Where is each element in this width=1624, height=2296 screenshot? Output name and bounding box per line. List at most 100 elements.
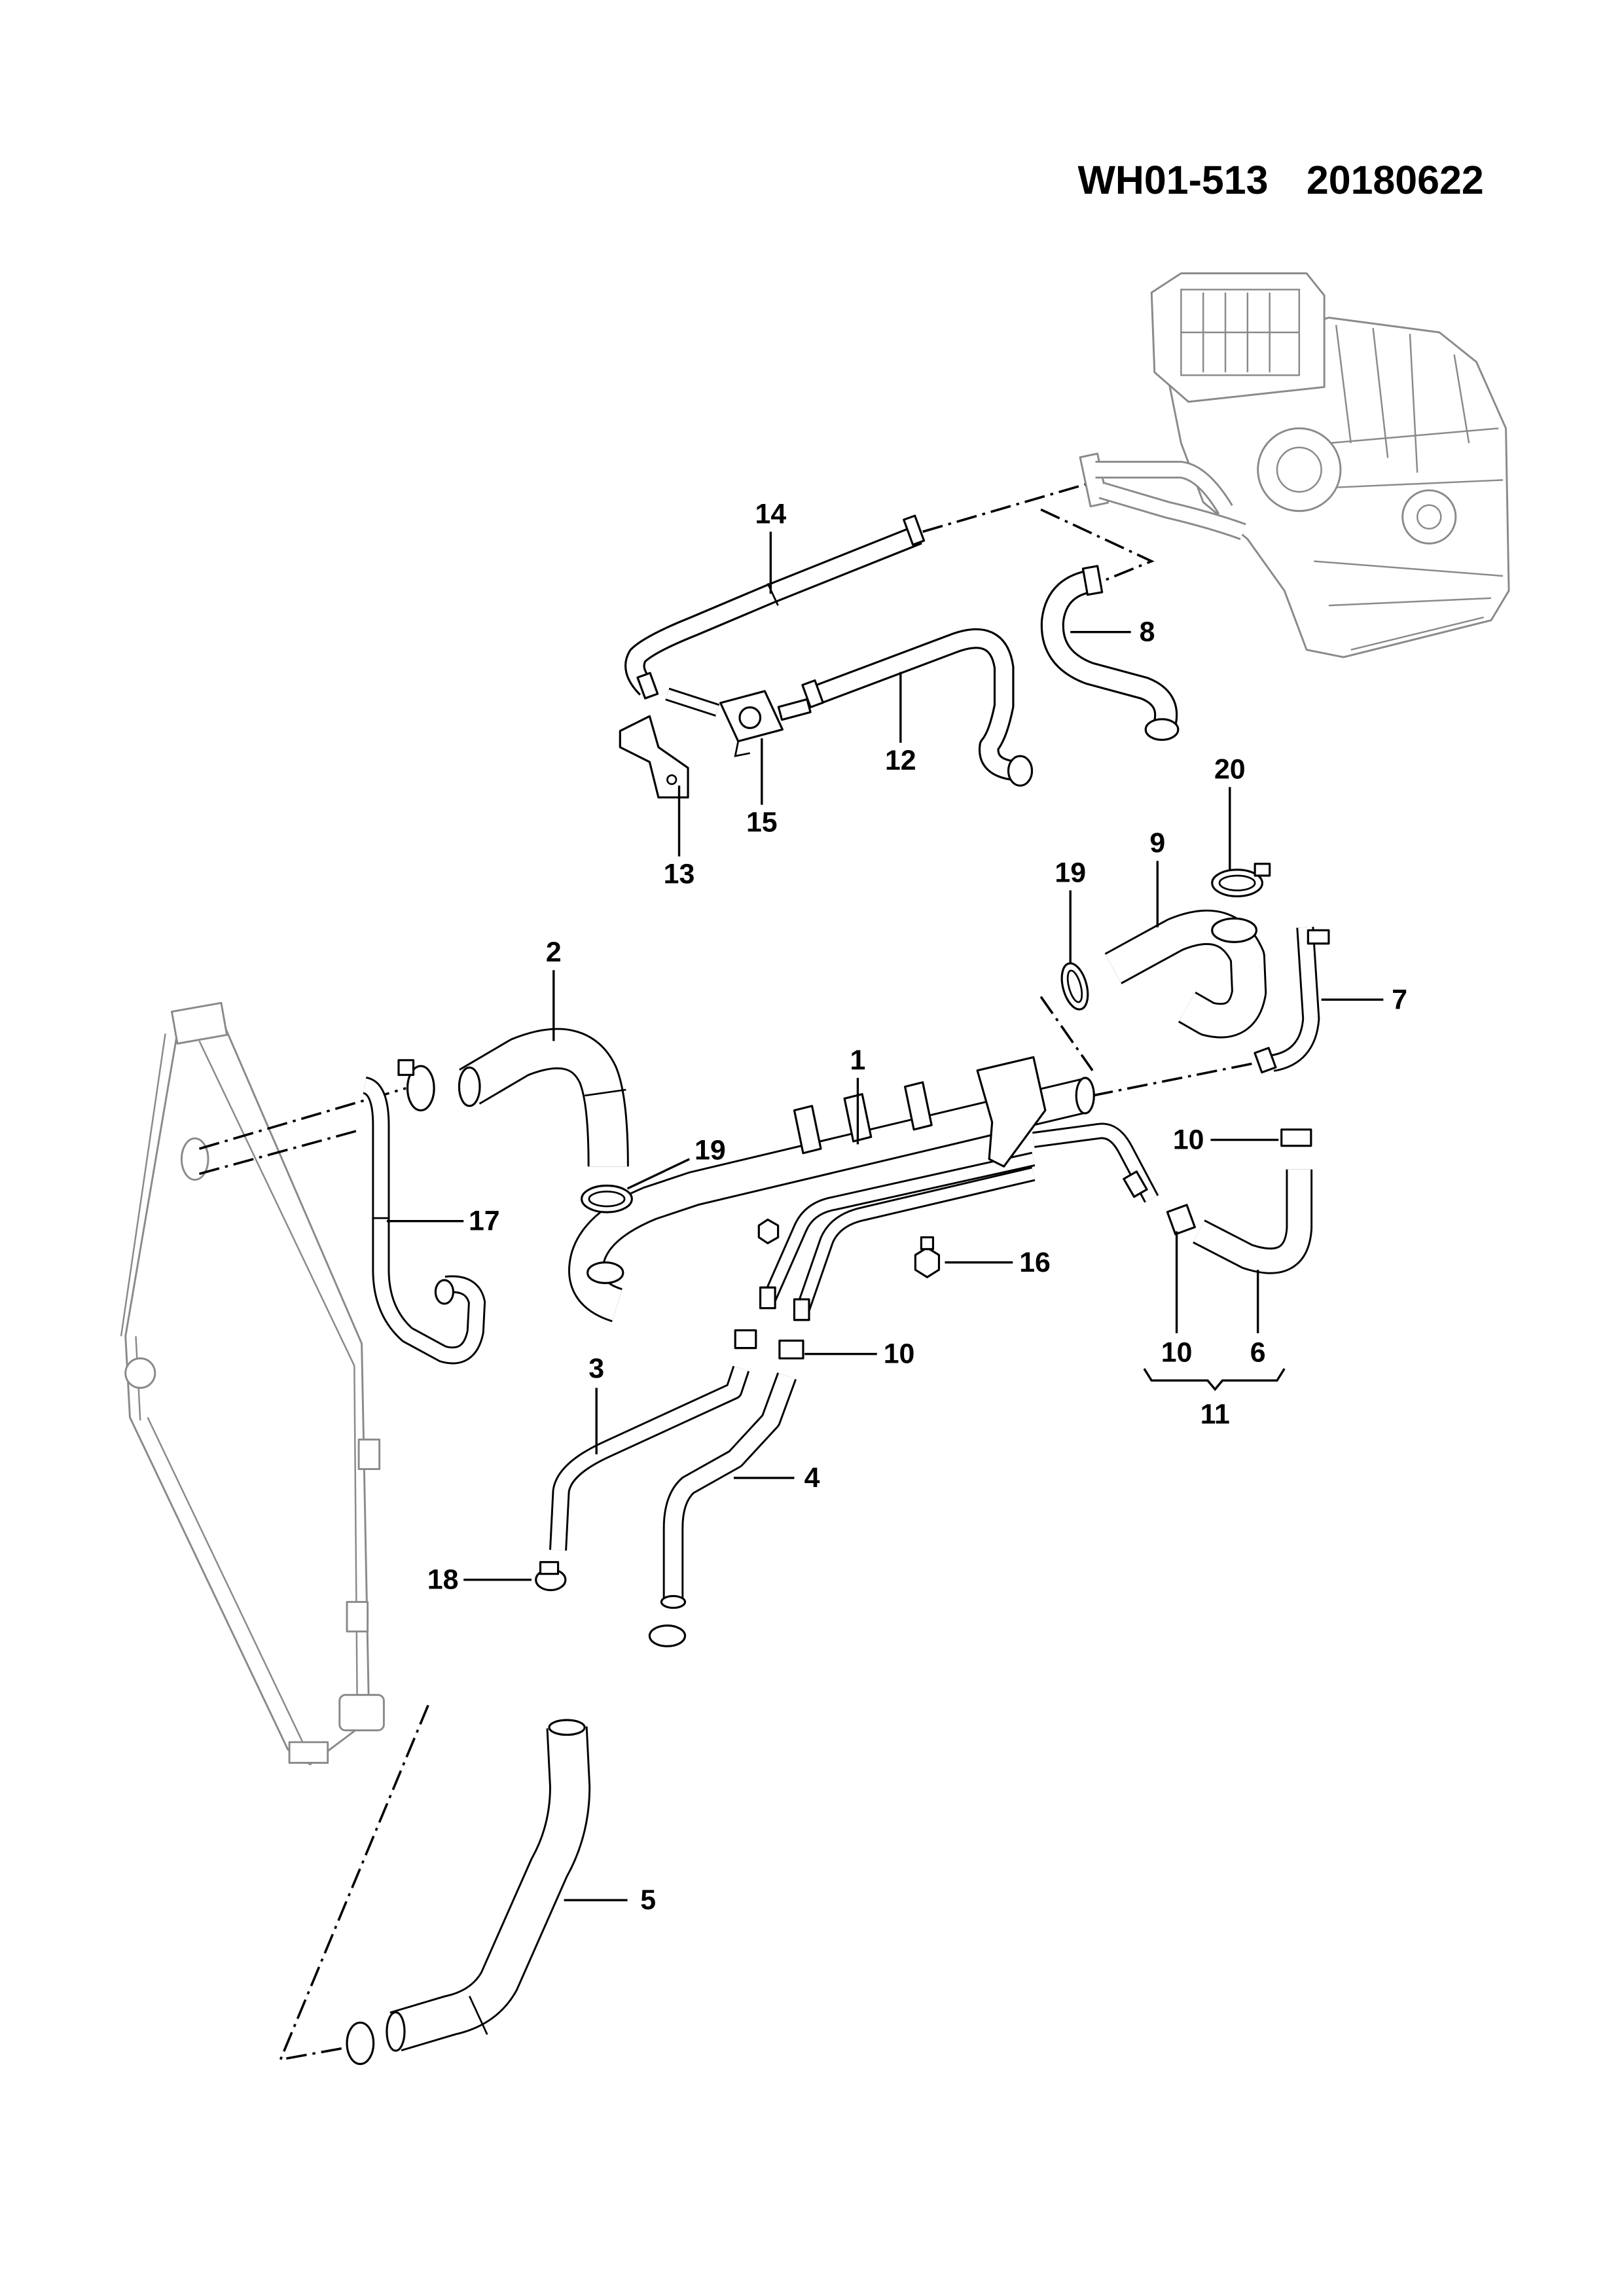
clamp-19-lower [581, 1184, 633, 1213]
hose-17 [365, 1085, 477, 1355]
callout-4: 4 [804, 1462, 820, 1494]
hose-8-upper-clamp [1081, 565, 1104, 596]
hvac-fan-motor [1257, 427, 1342, 512]
hose-4 [648, 1339, 804, 1647]
clamp-18-tab [539, 1561, 560, 1575]
radiator-core [124, 1018, 370, 1766]
bracket-hole [666, 774, 677, 785]
callout-17: 17 [469, 1206, 500, 1237]
alignment-line-heater-outlet [1040, 508, 1155, 582]
callout-19-upper: 19 [1055, 857, 1086, 888]
hvac-blower-box [1150, 272, 1326, 403]
callout-10-upper: 10 [1173, 1124, 1204, 1156]
hose-5-bottom-end [386, 2011, 406, 2052]
radiator [120, 1001, 385, 1766]
valve-mount-tab [734, 741, 751, 757]
callout-15: 15 [746, 807, 778, 838]
hose-7-fill [1272, 927, 1311, 1064]
bolt-16 [914, 1236, 941, 1278]
callout-14: 14 [755, 498, 787, 529]
hose-12 [801, 639, 1034, 787]
callout-9: 9 [1149, 827, 1165, 859]
hose-14-clamp [903, 514, 926, 546]
radiator-mount-tab-lower [346, 1601, 369, 1633]
hose-7-clamp-bottom [1254, 1047, 1277, 1074]
hvac-ribs [1314, 325, 1504, 651]
bracket-plate [619, 715, 689, 798]
hose-1-sleeve [976, 1056, 1047, 1168]
hose-12-inlet-clamp [801, 679, 824, 709]
radiator-mount-tab-upper [357, 1438, 381, 1471]
hose-2-end [458, 1066, 481, 1107]
clamp-10-upper [1280, 1128, 1312, 1147]
radiator-bottom-bracket [288, 1741, 329, 1764]
callout-16: 16 [1019, 1247, 1051, 1278]
hose-9 [1060, 863, 1271, 1021]
hose-2 [397, 1049, 633, 1213]
valve-connector [636, 672, 717, 710]
hose-17-end [434, 1279, 455, 1305]
hose-1 [586, 1056, 1151, 1321]
hvac-module [1079, 272, 1510, 658]
callout-12: 12 [885, 745, 916, 776]
hose-5-top-end [548, 1719, 586, 1736]
hose-14 [635, 514, 926, 688]
hvac-actuator [1401, 489, 1457, 545]
hose-7-clamp-top [1307, 929, 1330, 945]
hose-1-pipe-b-fitting [793, 1298, 810, 1321]
callout-20: 20 [1214, 753, 1246, 785]
hose-5 [346, 1719, 586, 2066]
hose-3 [535, 1329, 757, 1592]
callout-13: 13 [664, 859, 695, 890]
callout-11: 11 [1200, 1399, 1230, 1430]
hose-9-end [1211, 917, 1257, 943]
valve-connector-clamp [636, 672, 659, 700]
hose-1-connector [586, 1261, 624, 1284]
callout-8: 8 [1140, 617, 1155, 648]
callout-5: 5 [640, 1884, 656, 1916]
alignment-line-radiator-bleed [199, 1128, 363, 1175]
drawing-date: 20180622 [1307, 158, 1484, 202]
hose-3-top-clamp [734, 1329, 757, 1350]
clamp-20 [1211, 869, 1263, 898]
radiator-drain-plug [124, 1357, 156, 1389]
clamp-19-upper [1060, 962, 1089, 1011]
hose-1-clip-3 [904, 1081, 933, 1131]
hose-1-pipe-b-outline [800, 1174, 1033, 1317]
hvac-actuator-center [1416, 504, 1442, 530]
hose-6-fill [1199, 1170, 1299, 1261]
bracket-13 [619, 715, 689, 798]
leader-lines [386, 531, 1384, 1901]
alignment-line-hose-7 [1092, 1059, 1271, 1097]
leader-19-lower [626, 1158, 691, 1190]
alignment-line-heater-inlet [922, 483, 1086, 533]
hose-1-pipe-a-fitting [759, 1286, 776, 1310]
callout-1: 1 [850, 1045, 866, 1076]
hose-1-end [1075, 1077, 1095, 1115]
clamp-19-upper-inner [1066, 969, 1083, 1003]
hose-2-joint [584, 1088, 626, 1097]
alignment-line-clamp-19 [1039, 996, 1094, 1071]
callout-18: 18 [427, 1564, 459, 1596]
hose-4-bottom-clamp [648, 1624, 687, 1647]
callout-2: 2 [546, 937, 562, 968]
hose-12-clamp [1007, 755, 1034, 787]
valve-outlet [777, 698, 812, 721]
callout-19-lower: 19 [695, 1134, 726, 1166]
hose-7 [1254, 927, 1330, 1074]
hose-1-clip-1 [793, 1105, 822, 1155]
hose-4-end [660, 1594, 687, 1609]
callout-6: 6 [1250, 1336, 1266, 1368]
clamp-20-tab [1254, 863, 1271, 877]
nut [757, 1218, 780, 1245]
clamp-19-lower-inner [588, 1191, 626, 1208]
hose-1-pipe-r-fitting [1123, 1170, 1148, 1198]
hose-5-joint [469, 1996, 488, 2035]
drawing-number: WH01-513 [1077, 158, 1268, 202]
hose-8 [1053, 565, 1180, 741]
callout-10-middle: 10 [884, 1338, 915, 1370]
callouts: 14 8 12 15 13 20 9 19 7 2 1 19 17 10 16 … [427, 498, 1407, 1916]
bolt-16-shank [920, 1236, 935, 1251]
hvac-fan-hub [1276, 446, 1322, 493]
